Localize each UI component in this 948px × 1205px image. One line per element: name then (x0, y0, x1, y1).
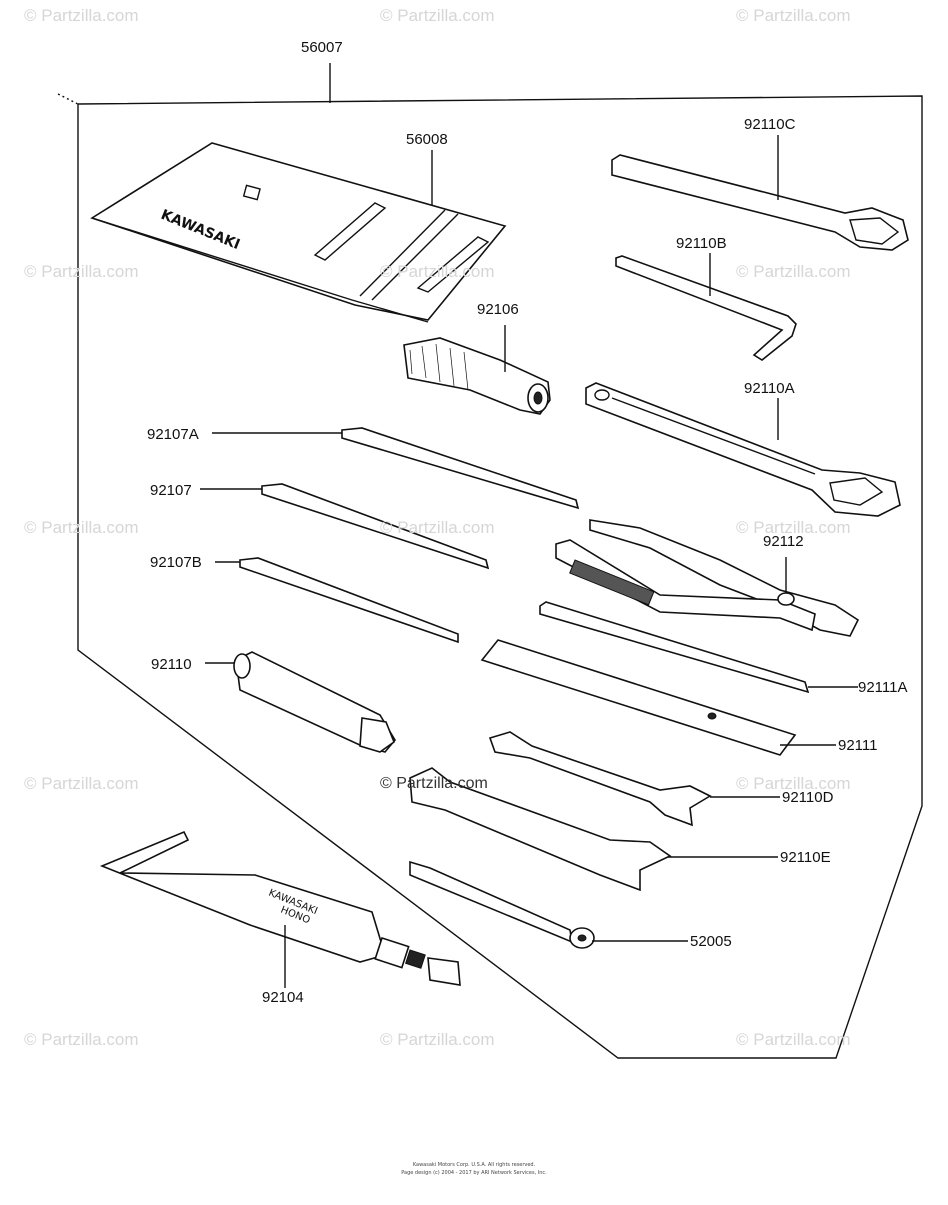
part-label-56008[interactable]: 56008 (406, 131, 448, 148)
wrench-92110c (611, 154, 909, 251)
part-label-92110[interactable]: 92110 (151, 656, 192, 673)
watermark: © Partzilla.com (736, 774, 851, 793)
box-wrench-92110 (233, 651, 396, 753)
watermark: © Partzilla.com (736, 6, 851, 25)
bar-92111a (539, 601, 810, 694)
wrench-92110e (409, 767, 672, 892)
watermark: © Partzilla.com (24, 262, 139, 281)
kit-frame (77, 95, 923, 1059)
watermark: © Partzilla.com (24, 518, 139, 537)
watermark: © Partzilla.com (380, 262, 495, 281)
part-label-92110c[interactable]: 92110C (744, 116, 796, 133)
assembly-label[interactable]: 56007 (301, 39, 343, 56)
tool-52005 (409, 860, 595, 949)
part-label-92110b[interactable]: 92110B (676, 235, 727, 252)
watermark: © Partzilla.com (736, 518, 851, 537)
plate-92111 (480, 639, 797, 756)
part-label-92106[interactable]: 92106 (477, 301, 519, 318)
tool-pouch: KAWASAKI (90, 142, 507, 323)
part-label-92111a[interactable]: 92111A (858, 679, 908, 696)
part-label-52005[interactable]: 52005 (690, 933, 732, 950)
part-label-92110d[interactable]: 92110D (782, 789, 834, 806)
hex-key-92110b (615, 255, 797, 361)
screwdriver-92107a (341, 427, 580, 510)
footer-page-design: Page design (c) 2004 - 2017 by ARI Netwo… (401, 1170, 547, 1176)
watermark: © Partzilla.com (24, 1030, 139, 1049)
watermark: © Partzilla.com (24, 774, 139, 793)
watermark: © Partzilla.com (736, 1030, 851, 1049)
screwdriver-92107 (261, 483, 490, 570)
watermark: © Partzilla.com (380, 518, 495, 537)
part-label-92107a[interactable]: 92107A (147, 426, 199, 443)
screwdriver-92107b (239, 557, 459, 644)
wrench-92110a (585, 382, 901, 517)
part-label-92107[interactable]: 92107 (150, 482, 192, 499)
part-label-92112[interactable]: 92112 (763, 533, 804, 550)
footer-copyright: Kawasaki Motors Corp. U.S.A. All rights … (412, 1162, 536, 1168)
pliers-92112 (555, 519, 860, 637)
grease-tube-92104: KAWASAKI HONO (99, 830, 461, 986)
watermark: © Partzilla.com (24, 6, 139, 25)
watermark-center: © Partzilla.com (380, 775, 488, 792)
watermark: © Partzilla.com (380, 6, 495, 25)
watermark: © Partzilla.com (736, 262, 851, 281)
part-label-92107b[interactable]: 92107B (150, 554, 202, 571)
part-label-92110e[interactable]: 92110E (780, 849, 831, 866)
wrench-92110d (488, 731, 712, 827)
part-label-92110a[interactable]: 92110A (744, 380, 795, 397)
part-label-92104[interactable]: 92104 (262, 989, 304, 1006)
part-label-92111[interactable]: 92111 (838, 737, 878, 754)
driver-handle-92106 (403, 337, 551, 415)
watermark: © Partzilla.com (380, 1030, 495, 1049)
